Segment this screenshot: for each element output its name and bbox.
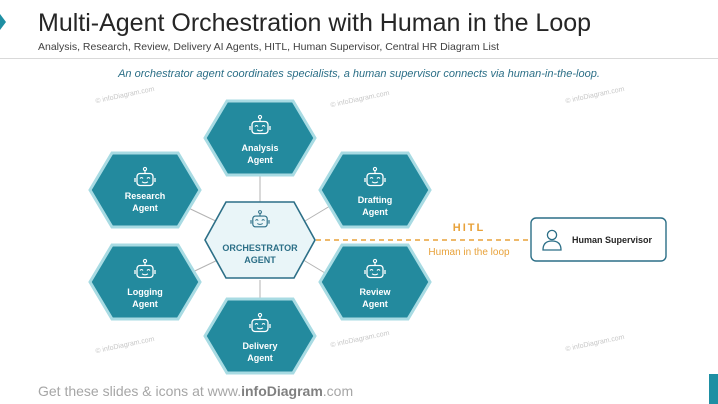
footer-prefix: Get these slides & icons at www.: [38, 383, 242, 399]
agent-node-logging: Logging Agent: [88, 243, 202, 321]
hitl-sublabel: Human in the loop: [428, 247, 510, 258]
page-title: Multi-Agent Orchestration with Human in …: [38, 9, 592, 37]
supervisor-label: Human Supervisor: [572, 235, 653, 245]
agent-label-research-line1: Research: [125, 191, 166, 201]
title-divider: [0, 58, 718, 59]
person-icon: [542, 229, 562, 251]
supervisor-box: Human Supervisor: [530, 217, 667, 262]
agent-label-drafting-line1: Drafting: [358, 195, 393, 205]
agent-label-review-line2: Agent: [362, 299, 388, 309]
page-subtitle: Analysis, Research, Review, Delivery AI …: [38, 41, 500, 53]
agent-label-analysis-line1: Analysis: [241, 143, 278, 153]
hitl-label: HITL: [453, 222, 485, 234]
orchestrator-label-line1: ORCHESTRATOR: [222, 243, 298, 253]
agent-label-logging-line2: Agent: [132, 299, 158, 309]
footer-text: Get these slides & icons at www.infoDiag…: [38, 383, 353, 399]
agent-label-analysis-line2: Agent: [247, 155, 273, 165]
agent-node-review: Review Agent: [318, 243, 432, 321]
agent-label-delivery-line1: Delivery: [242, 341, 277, 351]
agent-label-research-line2: Agent: [132, 203, 158, 213]
orchestrator-label-line2: AGENT: [244, 255, 276, 265]
agent-label-review-line1: Review: [359, 287, 391, 297]
agent-label-delivery-line2: Agent: [247, 353, 273, 363]
footer-brand: infoDiagram: [241, 383, 323, 399]
agent-label-logging-line1: Logging: [127, 287, 163, 297]
agent-node-research: Research Agent: [88, 151, 202, 229]
agent-node-drafting: Drafting Agent: [318, 151, 432, 229]
orchestrator-node: ORCHESTRATOR AGENT: [204, 201, 316, 279]
accent-bar: [709, 374, 718, 404]
corner-marker: [0, 14, 6, 30]
agent-label-drafting-line2: Agent: [362, 207, 388, 217]
agent-node-analysis: Analysis Agent: [203, 99, 317, 177]
agent-node-delivery: Delivery Agent: [203, 297, 317, 375]
footer-suffix: .com: [322, 383, 354, 399]
diagram-caption: An orchestrator agent coordinates specia…: [118, 68, 600, 80]
